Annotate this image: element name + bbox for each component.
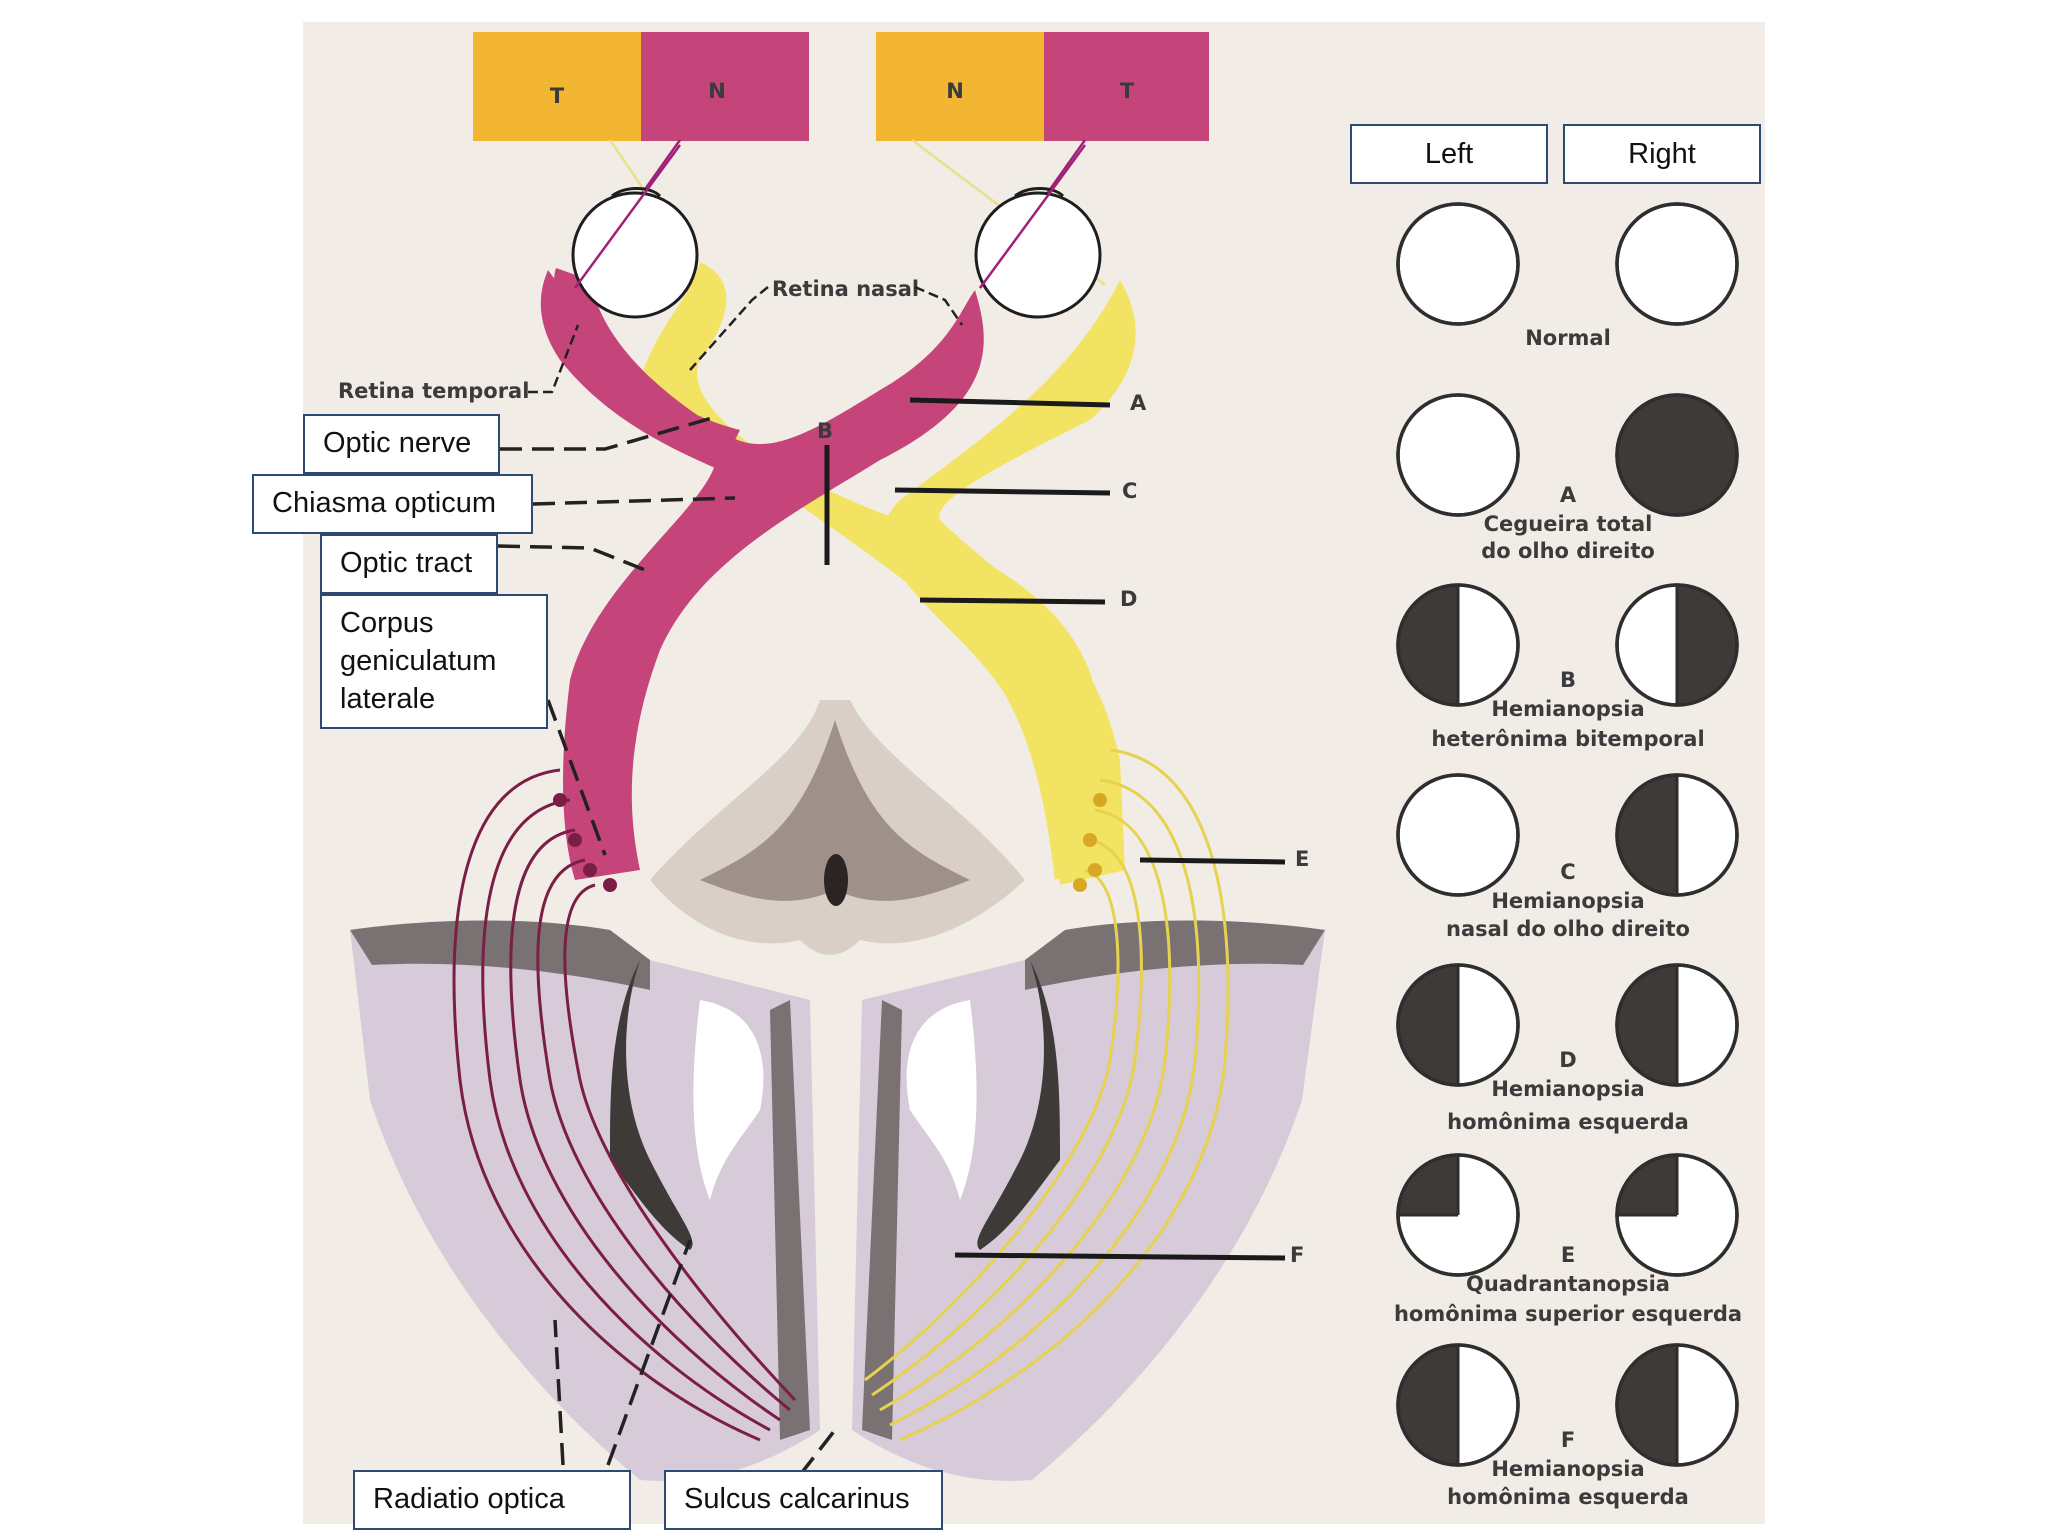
visual-field-right-2 [1615,583,1739,707]
field-label-t-right: T [1120,79,1135,103]
callout-chiasma-opticum: Chiasma opticum [252,474,533,534]
temporal-field-left [473,32,641,141]
pathway-left-eye-temporal-pink [540,270,740,470]
visual-field-caption-line1-2: Hemianopsia [1491,697,1644,721]
field-label-n-right: N [946,79,964,103]
visual-field-caption-line2-2: heterônima bitemporal [1431,727,1704,751]
corpus-line-1: Corpus [340,607,434,639]
callout-leaders [497,416,837,1477]
radiatio-fibers-right [864,748,1230,1442]
left-eye-field-box: T N [473,32,809,141]
lesion-line-a [909,397,1111,408]
lesion-label-f: F [1290,1243,1304,1267]
right-eye [974,187,1102,319]
pathway-crossing-nasal [553,268,984,880]
nasal-field-right [876,32,1044,141]
visual-field-letter-3: C [1560,860,1575,884]
visual-field-caption-line2-1: do olho direito [1481,539,1655,563]
lesion-line-d [919,597,1106,605]
visual-field-caption-line2-6: homônima esquerda [1447,1485,1689,1509]
visual-field-caption-line2-4: homônima esquerda [1447,1110,1689,1134]
corpus-line-3: laterale [340,683,436,715]
lesion-label-d: D [1120,587,1137,611]
visual-field-letter-6: F [1561,1428,1575,1452]
lesion-line-e [1139,857,1286,865]
visual-field-caption-line1-5: Quadrantanopsia [1466,1272,1670,1296]
visual-field-left-1 [1396,393,1520,517]
visual-field-right-5 [1615,1153,1739,1277]
visual-field-right-1 [1615,393,1739,517]
visual-field-caption-line1-6: Hemianopsia [1491,1457,1644,1481]
visual-field-left-4 [1396,963,1520,1087]
visual-field-caption-line2-5: homônima superior esquerda [1394,1302,1742,1326]
visual-field-caption-line1-1: Cegueira total [1484,512,1653,536]
visual-field-left-6 [1396,1343,1520,1467]
callout-optic-nerve: Optic nerve [303,414,500,474]
retina-temporal-label: Retina temporal [338,379,529,403]
callout-optic-tract: Optic tract [320,534,498,594]
header-left: Left [1350,124,1548,184]
visual-field-left-0 [1396,202,1520,326]
geniculate-nuclei [553,793,1107,892]
visual-field-caption-line1-3: Hemianopsia [1491,889,1644,913]
callout-corpus-geniculatum: Corpus geniculatum laterale [320,594,548,729]
lesion-label-c: C [1122,479,1137,503]
visual-field-letter-5: E [1561,1243,1575,1267]
lesion-markers [824,397,1286,1261]
visual-field-caption-line2-3: nasal do olho direito [1446,917,1690,941]
pathway-right-eye-temporal [883,280,1136,885]
field-label-n-left: N [708,79,726,103]
field-label-t-left: T [550,84,565,108]
temporal-field-right [1044,32,1209,141]
right-hemisphere [852,920,1325,1481]
visual-field-left-3 [1396,773,1520,897]
lesion-label-a: A [1130,391,1147,415]
visual-field-letter-1: A [1560,483,1577,507]
visual-field-caption-line1-4: Hemianopsia [1491,1077,1644,1101]
lesion-label-b: B [817,419,833,443]
right-eye-field-box: N T [876,32,1209,141]
corpus-line-2: geniculatum [340,645,497,677]
visual-field-right-6 [1615,1343,1739,1467]
visual-field-left-2 [1396,583,1520,707]
visual-field-caption-0: Normal [1525,326,1611,350]
visual-field-right-0 [1615,202,1739,326]
radiatio-fibers-left [452,768,797,1442]
lesion-line-f [954,1252,1286,1261]
visual-field-right-4 [1615,963,1739,1087]
visual-field-right-3 [1615,773,1739,897]
left-eye [571,187,699,319]
callout-radiatio-optica: Radiatio optica [353,1470,631,1530]
visual-field-left-5 [1396,1153,1520,1277]
visual-field-letter-4: D [1559,1048,1576,1072]
visual-field-letter-2: B [1560,668,1576,692]
lesion-line-c [894,487,1111,496]
midbrain-section [650,700,1025,955]
left-hemisphere [350,920,820,1481]
header-right: Right [1563,124,1761,184]
nasal-field-left [641,32,809,141]
lesion-label-e: E [1295,847,1309,871]
retina-nasal-label: Retina nasal [772,277,919,301]
callout-sulcus-calcarinus: Sulcus calcarinus [664,1470,943,1530]
